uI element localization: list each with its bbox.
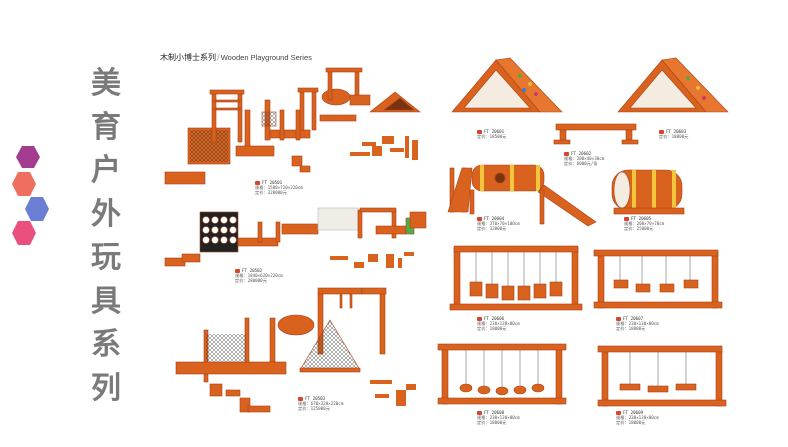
caption-ft20605: FT 20605 规格：200×70×70cm 定价：25000元 (624, 216, 664, 231)
product-size: 规格：200×40×30cm (564, 156, 605, 161)
title-char: 系 (91, 327, 121, 362)
series-title-en: Wooden Playground Series (220, 53, 312, 62)
hexagon-coral (12, 172, 36, 196)
product-code: FT 20607 (623, 316, 644, 321)
product-size: 规格：230×130×80cm (616, 321, 659, 326)
product-code: FT 20606 (484, 316, 505, 321)
product-parts-ft20501 (350, 136, 418, 160)
product-code: FT 20605 (631, 216, 652, 221)
product-image-ft20601 (451, 57, 563, 113)
title-char: 玩 (91, 240, 121, 275)
product-code: FT 20503 (305, 396, 326, 401)
bridge-ropes (465, 252, 691, 387)
title-char: 户 (91, 153, 121, 188)
brand-marker (298, 397, 303, 401)
product-price: 定价：320000元 (255, 190, 287, 195)
product-image-ft20606 (449, 245, 583, 311)
product-size: 规格：370×70×100cm (477, 221, 520, 226)
product-code: FT 20603 (666, 129, 687, 134)
caption-ft20502: FT 20502 规格：1840×620×220cm 定价：280000元 (235, 268, 283, 283)
product-size: 规格：230×130×80cm (477, 321, 520, 326)
title-char: 育 (91, 109, 121, 145)
product-size: 规格：1580×720×220cm (255, 185, 303, 190)
product-parts-ft20502 (330, 252, 414, 268)
brand-marker (624, 217, 629, 221)
product-image-ft20602 (553, 123, 639, 145)
product-image-ft20502 (164, 207, 427, 267)
hexagon-blue (25, 197, 49, 221)
product-image-ft20603 (617, 57, 729, 113)
product-code: FT 20602 (571, 151, 592, 156)
product-size: 规格：230×130×80cm (477, 415, 520, 420)
brand-marker (659, 130, 664, 134)
product-size: 规格：1840×620×220cm (235, 273, 283, 278)
brand-marker (477, 217, 482, 221)
product-code: FT 20501 (262, 180, 283, 185)
product-price: 定价：18000元 (477, 326, 507, 331)
brand-marker (235, 269, 240, 273)
product-price: 定价：6000元/条 (564, 161, 598, 166)
title-char: 具 (91, 283, 121, 319)
caption-ft20603: FT 20603 定价：18000元 (659, 129, 688, 139)
product-parts-ft20503 (370, 380, 416, 406)
product-code: FT 20608 (484, 410, 505, 415)
product-code: FT 20601 (484, 129, 505, 134)
product-price: 定价：25000元 (624, 226, 654, 231)
caption-ft20607: FT 20607 规格：230×130×80cm 定价：18000元 (616, 316, 659, 331)
hexagon-decoration (12, 146, 49, 245)
product-code: FT 20609 (623, 410, 644, 415)
caption-ft20501: FT 20501 规格：1580×720×220cm 定价：320000元 (255, 180, 303, 195)
title-char: 外 (91, 196, 121, 232)
title-char: 美 (91, 66, 121, 101)
brand-marker (477, 411, 482, 415)
product-price: 定价：32000元 (477, 226, 507, 231)
brand-marker (255, 181, 260, 185)
brand-marker (477, 130, 482, 134)
product-image-ft20604 (447, 164, 597, 227)
product-image-ft20501 (164, 67, 421, 185)
caption-ft20601: FT 20601 定价：18500元 (477, 129, 506, 139)
series-title-separator: / (217, 53, 220, 62)
series-title-cn: 木制小博士系列 (160, 53, 216, 62)
product-image-ft20607 (593, 249, 723, 309)
product-size: 规格：230×130×80cm (616, 415, 659, 420)
caption-ft20609: FT 20609 规格：230×130×80cm 定价：18000元 (616, 410, 659, 425)
product-price: 定价：18000元 (477, 420, 507, 425)
caption-ft20503: FT 20503 规格：670×320×220cm 定价：125000元 (298, 396, 343, 411)
product-image-ft20605 (611, 169, 685, 215)
vertical-title: 美 育 户 外 玩 具 系 列 (86, 62, 126, 410)
hexagon-pink (12, 221, 36, 245)
brand-marker (564, 152, 569, 156)
product-size: 规格：200×70×70cm (624, 221, 665, 226)
title-char: 列 (91, 370, 121, 406)
product-price: 定价：18500元 (477, 134, 507, 139)
series-title: 木制小博士系列/Wooden Playground Series (160, 52, 312, 63)
product-price: 定价：125000元 (298, 406, 330, 411)
brand-marker (477, 317, 482, 321)
brand-marker (616, 317, 621, 321)
product-image-ft20503 (175, 287, 387, 413)
caption-ft20608: FT 20608 规格：230×130×80cm 定价：18000元 (477, 410, 520, 425)
product-image-ft20609 (597, 345, 727, 407)
hexagon-purple (16, 146, 40, 168)
caption-ft20602: FT 20602 规格：200×40×30cm 定价：6000元/条 (564, 151, 604, 166)
product-code: FT 20502 (242, 268, 263, 273)
caption-ft20606: FT 20606 规格：230×130×80cm 定价：18000元 (477, 316, 520, 331)
caption-ft20604: FT 20604 规格：370×70×100cm 定价：32000元 (477, 216, 520, 231)
product-code: FT 20604 (484, 216, 505, 221)
product-price: 定价：18000元 (659, 134, 689, 139)
product-price: 定价：18000元 (616, 326, 646, 331)
brand-marker (616, 411, 621, 415)
product-price: 定价：18000元 (616, 420, 646, 425)
product-price: 定价：280000元 (235, 278, 267, 283)
product-size: 规格：670×320×220cm (298, 401, 344, 406)
